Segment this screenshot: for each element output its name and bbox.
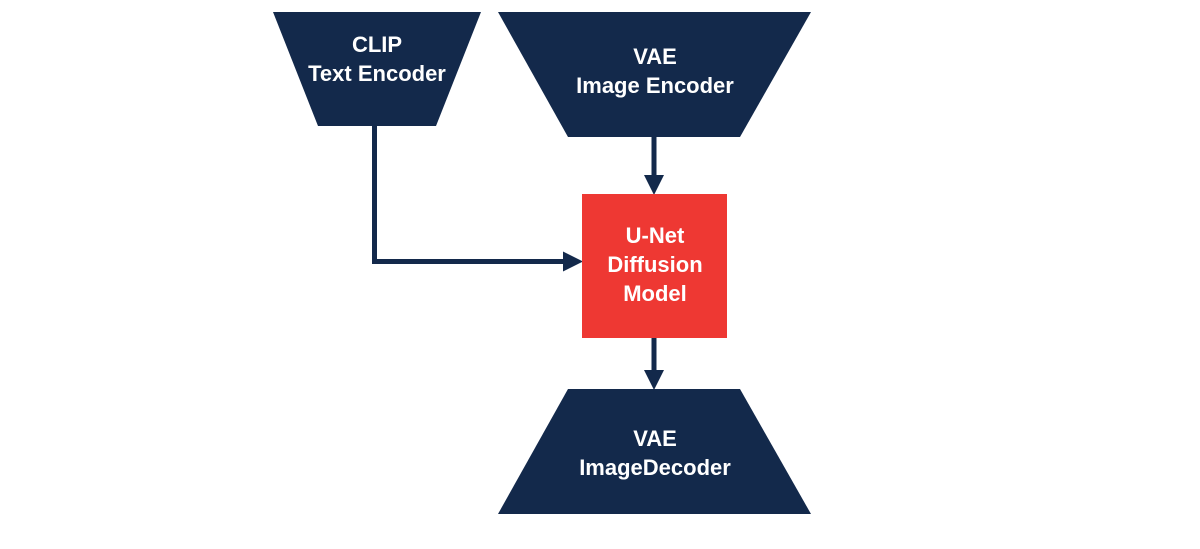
node-vae-image-decoder: VAE ImageDecoder <box>498 389 811 514</box>
vae-encoder-trapezoid-shape <box>498 12 811 137</box>
node-vae-image-encoder: VAE Image Encoder <box>498 12 811 137</box>
vae-encoder-label-line-2: Image Encoder <box>576 73 734 98</box>
node-clip-text-encoder: CLIP Text Encoder <box>273 12 481 126</box>
vae-decoder-label-line-1: VAE <box>633 426 677 451</box>
vae-encoder-label-line-1: VAE <box>633 44 677 69</box>
unet-label-line-3: Model <box>623 281 687 306</box>
unet-label-line-1: U-Net <box>626 223 685 248</box>
vae-decoder-label-line-2: ImageDecoder <box>579 455 731 480</box>
clip-trapezoid-shape <box>273 12 481 126</box>
node-unet-diffusion-model: U-Net Diffusion Model <box>582 194 727 338</box>
edge-clip-to-unet <box>372 126 583 272</box>
unet-rectangle-shape <box>582 194 727 338</box>
clip-label-line-1: CLIP <box>352 32 402 57</box>
clip-label-line-2: Text Encoder <box>308 61 446 86</box>
unet-label-line-2: Diffusion <box>607 252 702 277</box>
vae-decoder-trapezoid-shape <box>498 389 811 514</box>
